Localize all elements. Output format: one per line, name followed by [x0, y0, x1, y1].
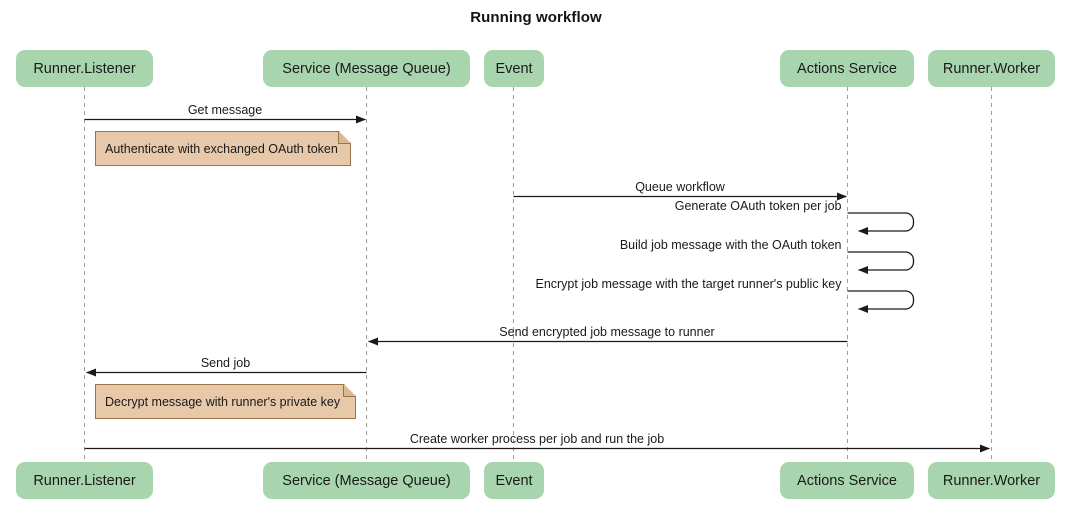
participant-label: Actions Service	[797, 472, 897, 489]
note-box: Authenticate with exchanged OAuth token	[95, 131, 351, 166]
participant-actions-service-bottom[interactable]: Actions Service	[780, 462, 914, 499]
message-label: Send encrypted job message to runner	[499, 325, 715, 339]
participant-label: Service (Message Queue)	[282, 472, 451, 489]
self-message-arrow	[847, 212, 915, 235]
self-message-arrow	[847, 290, 915, 313]
participant-label: Service (Message Queue)	[282, 60, 451, 77]
participant-label: Event	[495, 472, 533, 489]
self-message-label: Build job message with the OAuth token	[619, 238, 842, 252]
message-label: Queue workflow	[635, 180, 725, 194]
message-label: Send job	[200, 356, 251, 370]
participant-runner-worker-top[interactable]: Runner.Worker	[928, 50, 1055, 87]
participant-runner-listener-top[interactable]: Runner.Listener	[16, 50, 153, 87]
participant-label: Runner.Worker	[942, 472, 1041, 489]
participant-service-message-queue-top[interactable]: Service (Message Queue)	[263, 50, 470, 87]
participant-label: Runner.Worker	[942, 60, 1041, 77]
note-text: Authenticate with exchanged OAuth token	[105, 141, 338, 156]
participant-service-message-queue-bottom[interactable]: Service (Message Queue)	[263, 462, 470, 499]
participant-label: Actions Service	[797, 60, 897, 77]
self-message-label: Generate OAuth token per job	[674, 199, 842, 213]
note-box: Decrypt message with runner's private ke…	[95, 384, 356, 419]
diagram-title: Running workflow	[470, 9, 602, 26]
participant-event-top[interactable]: Event	[484, 50, 544, 87]
message-label: Get message	[187, 103, 263, 117]
self-message-label: Encrypt job message with the target runn…	[535, 277, 842, 291]
note-text: Decrypt message with runner's private ke…	[105, 394, 341, 409]
message-label: Create worker process per job and run th…	[409, 432, 665, 446]
participant-actions-service-top[interactable]: Actions Service	[780, 50, 914, 87]
participant-runner-listener-bottom[interactable]: Runner.Listener	[16, 462, 153, 499]
participant-label: Event	[495, 60, 533, 77]
self-message-arrow	[847, 251, 915, 274]
participant-label: Runner.Listener	[33, 472, 136, 489]
participant-event-bottom[interactable]: Event	[484, 462, 544, 499]
participant-runner-worker-bottom[interactable]: Runner.Worker	[928, 462, 1055, 499]
participant-label: Runner.Listener	[33, 60, 136, 77]
